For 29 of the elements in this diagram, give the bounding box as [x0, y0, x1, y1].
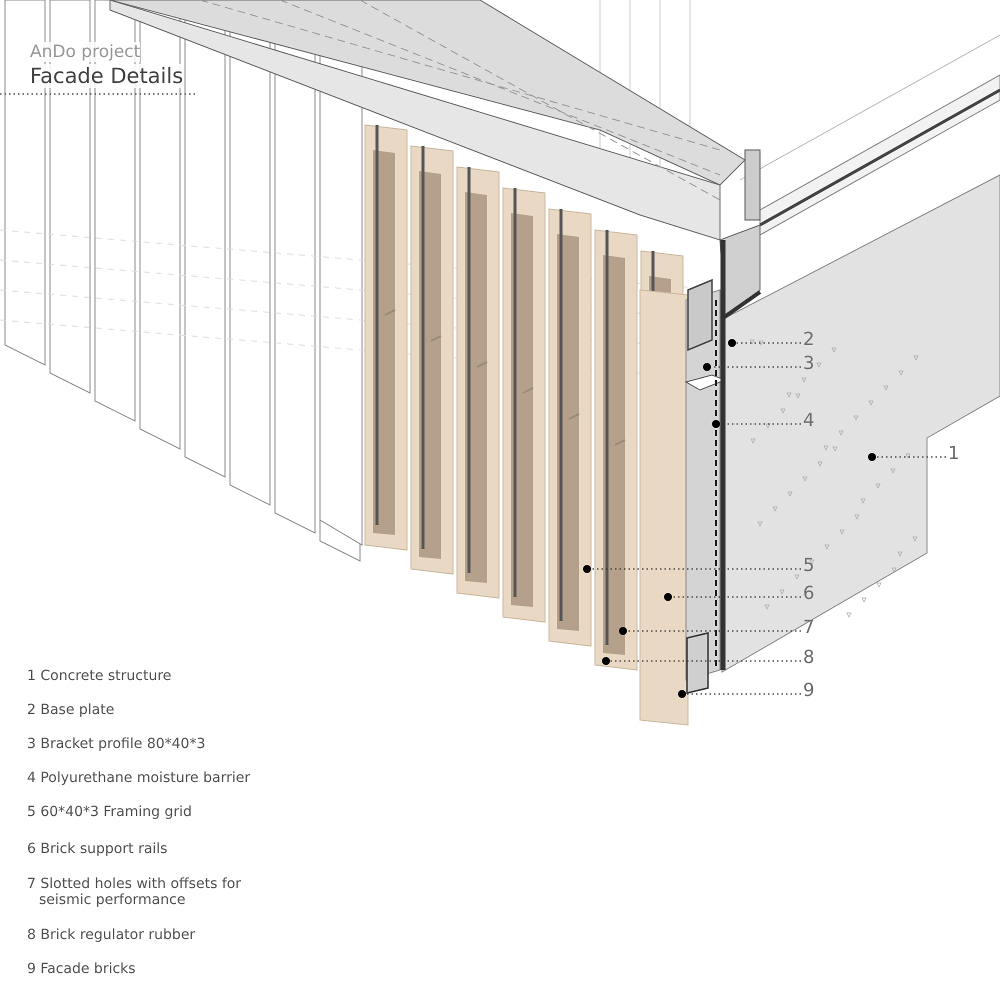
callout-number: 9 — [803, 681, 814, 701]
part-list-item: 3 Bracket profile 80*40*3 — [27, 736, 206, 752]
title: Facade Details — [30, 64, 184, 88]
leader-line — [678, 690, 801, 698]
leader-line — [712, 420, 801, 428]
leader-line — [619, 627, 801, 635]
leader-line — [868, 453, 946, 461]
leader-line — [602, 657, 801, 665]
project-name: AnDo project — [30, 42, 140, 62]
part-list-item: 5 60*40*3 Framing grid — [27, 804, 193, 820]
callout-number: 2 — [803, 330, 814, 350]
part-list-item: 7 Slotted holes with offsets for seismic performance — [27, 876, 242, 908]
callout-number: 4 — [803, 411, 814, 431]
leader-line — [728, 339, 801, 347]
callout-number: 6 — [803, 584, 814, 604]
leader-line — [583, 565, 801, 573]
leader-line — [664, 593, 801, 601]
callout-number: 5 — [803, 556, 814, 576]
callout-number: 3 — [803, 354, 814, 374]
part-list-item: 2 Base plate — [27, 702, 116, 718]
part-list-item: 8 Brick regulator rubber — [27, 927, 196, 943]
part-list-item: 1 Concrete structure — [27, 668, 172, 684]
part-list-item: 9 Facade bricks — [27, 961, 137, 977]
leader-line — [703, 363, 801, 371]
callout-number: 1 — [948, 444, 960, 464]
part-list-item: 6 Brick support rails — [27, 841, 168, 857]
callout-number: 8 — [803, 648, 814, 668]
part-list-item: 4 Polyurethane moisture barrier — [27, 770, 252, 786]
callout-number: 7 — [803, 618, 814, 638]
